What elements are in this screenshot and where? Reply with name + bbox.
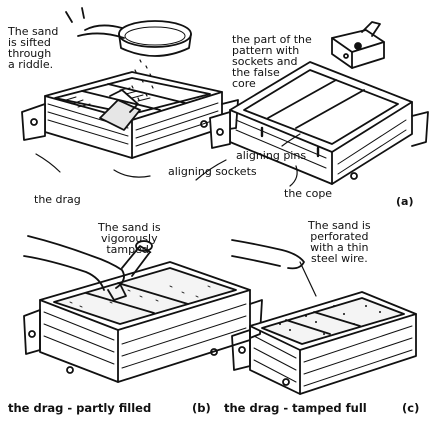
label-pattern-part: the part of the pattern with sockets and… [232, 33, 312, 90]
label-the-cope: the cope [284, 187, 333, 200]
label-aligning-sockets: aligning sockets [168, 165, 257, 178]
label-perforated-note: The sand is perforated with a thin steel… [308, 219, 371, 265]
drag-box-c [231, 291, 417, 395]
drag-box-b [23, 261, 263, 383]
cope-box [209, 61, 429, 185]
pattern-part [331, 21, 385, 69]
caption-drag-tamped-full: the drag - tamped full [224, 401, 367, 415]
label-aligning-pins: aligning pins [236, 149, 307, 162]
hand-wire [231, 239, 317, 297]
leader-lines-a [35, 133, 301, 187]
label-tamped-note: The sand is vigorously tamped. [98, 221, 161, 256]
caption-letter-c: (c) [402, 401, 420, 415]
label-fig-a: (a) [396, 195, 414, 208]
label-the-drag: the drag [34, 193, 81, 206]
label-sand-sifted: The sand is sifted through a riddle. [8, 25, 59, 71]
hand-rammer [23, 235, 153, 301]
caption-letter-b: (b) [192, 401, 211, 415]
drag-box-a [21, 71, 239, 159]
riddle-sieve [65, 7, 192, 57]
falling-sand [131, 59, 154, 101]
caption-drag-partly-filled: the drag - partly filled [8, 401, 152, 415]
